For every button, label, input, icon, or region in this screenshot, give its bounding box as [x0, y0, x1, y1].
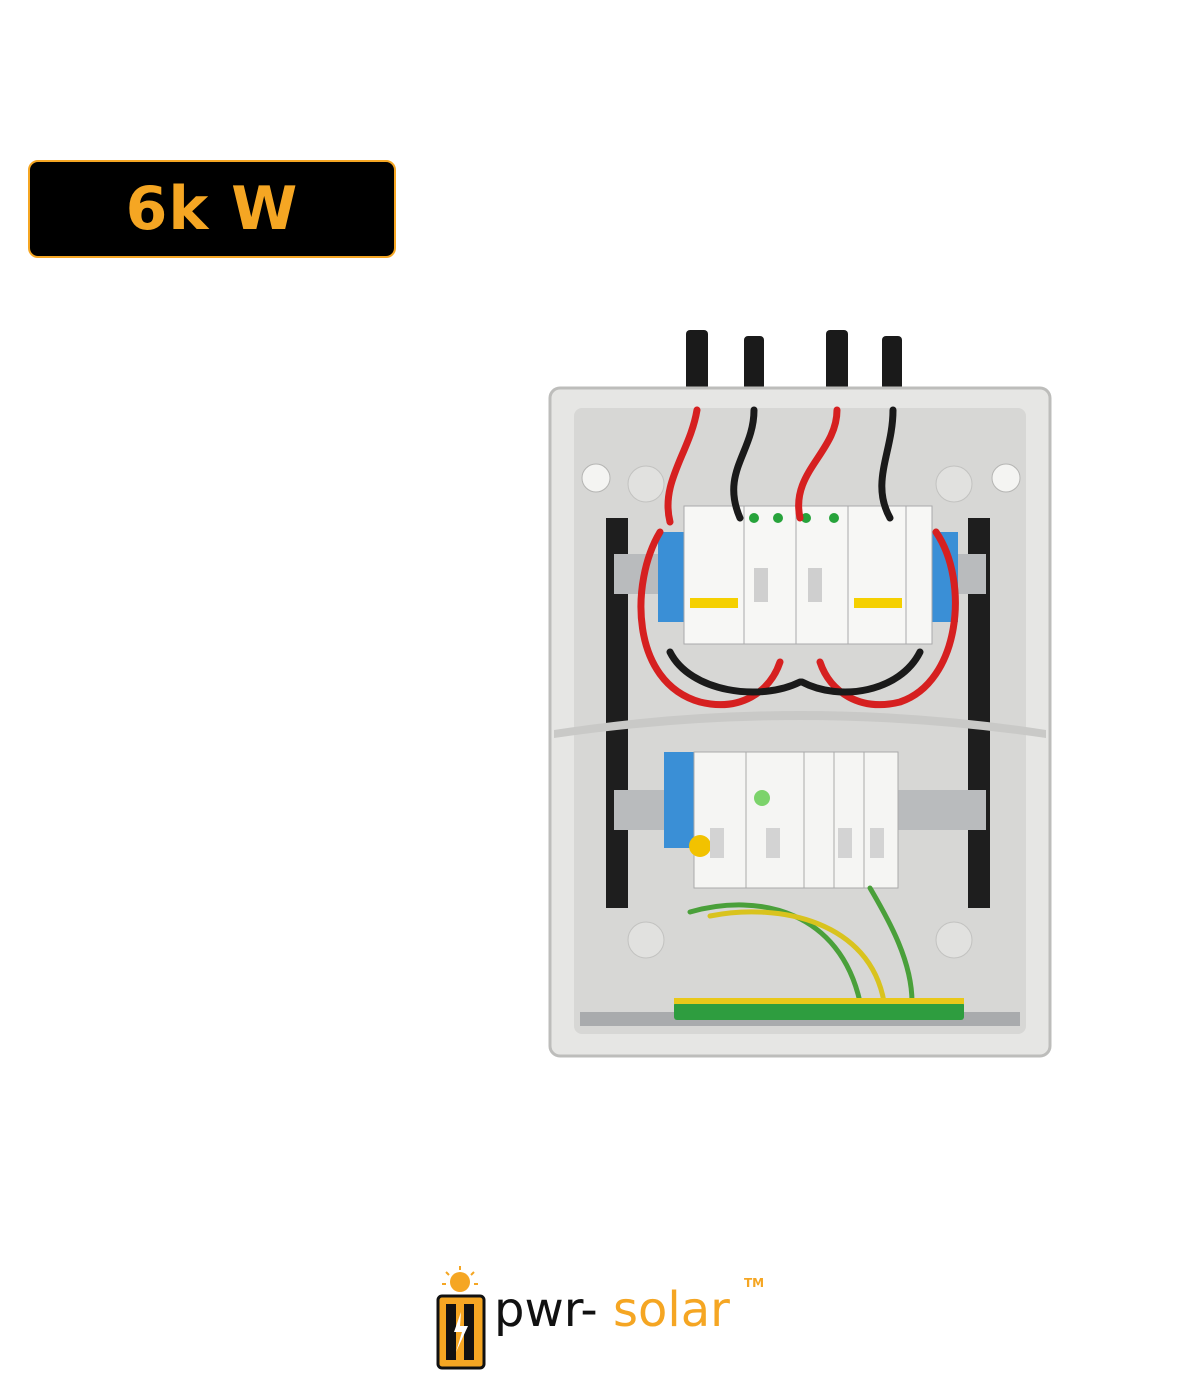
brand-name: pwr- solar	[494, 1282, 730, 1338]
power-rating-text: 6k W	[125, 174, 299, 244]
power-rating-badge: 6k W	[28, 160, 396, 258]
trademark-mark: TM	[744, 1276, 765, 1290]
lower-protection-row	[664, 751, 899, 889]
product-photo	[548, 330, 1052, 1058]
cables	[637, 406, 959, 709]
upper-protection-row	[658, 505, 958, 645]
brand-logo	[436, 1266, 486, 1370]
brand-name-part2: solar	[597, 1282, 730, 1338]
sun-icon	[442, 1266, 478, 1292]
battery-icon	[436, 1294, 486, 1370]
brand-name-part1: pwr-	[494, 1282, 598, 1338]
